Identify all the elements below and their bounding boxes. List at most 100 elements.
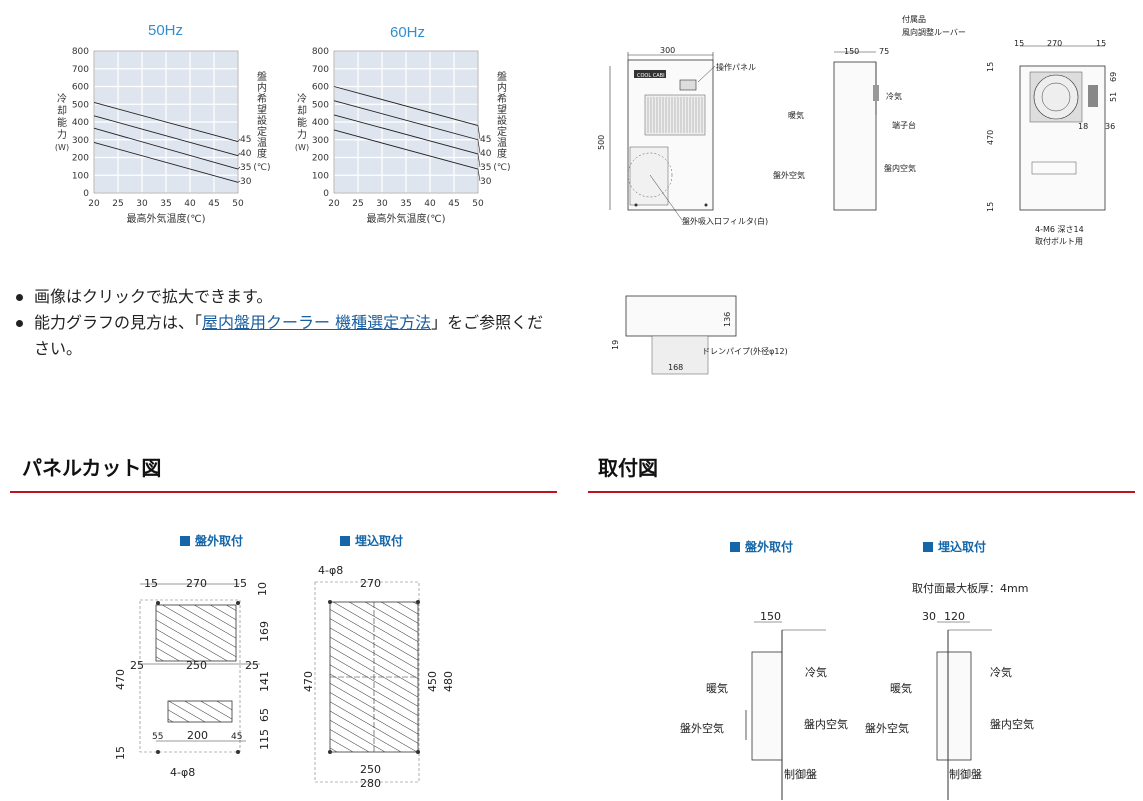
y-axis-label-char: 力 xyxy=(297,128,307,141)
mt-o-panel: 制御盤 xyxy=(784,767,817,781)
right-label-char: 温 xyxy=(257,137,267,149)
series-line-45 xyxy=(333,86,479,126)
accessory-label: 付属品 xyxy=(902,14,926,24)
y-tick-label: 600 xyxy=(72,83,89,93)
side-outside-air-label: 盤外空気 xyxy=(773,170,805,180)
brand-logo: COOL CABI xyxy=(637,73,665,79)
mt-e-cold: 冷気 xyxy=(990,665,1012,679)
y-tick-label: 500 xyxy=(72,100,89,110)
mounting-embed: 30 120 冷気 暖気 盤内空気 盤外空気 制御盤 xyxy=(865,610,1034,800)
y-axis-label-char: 却 xyxy=(297,105,307,117)
top-136-dim: 136 xyxy=(723,312,732,327)
pc-o-250: 250 xyxy=(186,659,207,672)
panel-cut-drawing[interactable]: 15 270 15 10 169 25 250 25 470 141 65 55… xyxy=(100,560,470,801)
top-168-dim: 168 xyxy=(668,363,683,372)
x-axis-label: 最高外気温度(℃) xyxy=(126,212,205,225)
mounting-drawing[interactable]: 150 冷気 暖気 盤内空気 盤外空気 制御盤 30 120 冷気 暖気 盤内空… xyxy=(660,600,1080,801)
mt-o-outside: 盤外空気 xyxy=(680,721,724,735)
mounting-outside: 150 冷気 暖気 盤内空気 盤外空気 制御盤 xyxy=(680,610,848,800)
series-end-label: 35 xyxy=(240,163,251,173)
series-leader-40 xyxy=(237,152,241,156)
series-line-35 xyxy=(333,114,479,155)
series-end-label: 30 xyxy=(480,177,492,187)
x-tick-label: 25 xyxy=(112,199,123,209)
x-tick-label: 35 xyxy=(160,199,171,209)
x-axis-label: 最高外気温度(℃) xyxy=(366,212,445,225)
y-tick-label: 200 xyxy=(312,154,329,164)
pc-o-141: 141 xyxy=(258,671,271,692)
back-view: 15 270 15 15 470 15 69 51 18 36 4-M6 深さ1… xyxy=(986,39,1118,246)
pc-o-15c: 15 xyxy=(114,746,127,760)
right-label-char: 度 xyxy=(497,147,507,160)
right-label-unit: (℃) xyxy=(253,163,270,173)
back-15-left-dim: 15 xyxy=(1014,39,1024,48)
y-axis-label-char: 冷 xyxy=(297,92,307,105)
panel-cut-embed-title: 埋込取付 xyxy=(340,532,403,549)
x-tick-label: 45 xyxy=(208,199,219,209)
x-tick-label: 35 xyxy=(400,199,411,209)
x-tick-label: 40 xyxy=(424,199,436,209)
back-51-dim: 51 xyxy=(1109,92,1118,102)
y-tick-label: 800 xyxy=(312,47,329,57)
y-axis-unit: (W) xyxy=(295,143,309,152)
max-plate-thickness: 取付面最大板厚：4mm xyxy=(912,582,1029,595)
pc-e-450: 450 xyxy=(426,671,439,692)
y-tick-label: 0 xyxy=(83,189,89,199)
series-line-40 xyxy=(333,100,479,141)
pc-e-250: 250 xyxy=(360,763,381,776)
notes-list: 画像はクリックで拡大できます。 能力グラフの見方は、「屋内盤用クーラー 機種選定… xyxy=(14,284,559,362)
pc-o-115: 115 xyxy=(258,729,271,750)
y-axis-label-char: 力 xyxy=(57,128,67,141)
mt-e-panel: 制御盤 xyxy=(949,767,982,781)
note-enlarge: 画像はクリックで拡大できます。 xyxy=(14,284,559,310)
pc-e-480: 480 xyxy=(442,671,455,692)
back-15-top-dim: 15 xyxy=(986,62,995,72)
panel-cut-heading: パネルカット図 xyxy=(22,456,162,480)
pc-o-470: 470 xyxy=(114,669,127,690)
x-tick-label: 50 xyxy=(472,199,484,209)
mounting-embed-title: 埋込取付 xyxy=(923,538,986,555)
pc-e-280: 280 xyxy=(360,777,381,790)
mounting-outside-title: 盤外取付 xyxy=(730,538,793,555)
series-end-label: 30 xyxy=(240,177,252,187)
pc-o-25b: 25 xyxy=(245,659,259,672)
pc-o-25a: 25 xyxy=(130,659,144,672)
y-tick-label: 100 xyxy=(312,171,329,181)
louver-label: 風向調整ルーバー xyxy=(902,27,966,37)
pc-e-470: 470 xyxy=(302,671,315,692)
back-69-dim: 69 xyxy=(1109,72,1118,82)
y-axis-unit: (W) xyxy=(55,143,69,152)
operation-panel-label: 操作パネル xyxy=(716,62,756,72)
right-label-char: 望 xyxy=(497,103,507,116)
panel-cut-embed: 4-φ8 270 470 450 480 250 280 xyxy=(302,564,455,790)
y-tick-label: 0 xyxy=(323,189,329,199)
series-line-30 xyxy=(333,129,479,170)
pc-o-270: 270 xyxy=(186,577,207,590)
plot-border xyxy=(93,50,239,194)
pc-o-65: 65 xyxy=(258,708,271,722)
x-tick-label: 25 xyxy=(352,199,363,209)
y-tick-label: 200 xyxy=(72,154,89,164)
mt-e-120: 120 xyxy=(944,610,965,623)
y-axis-label-char: 冷 xyxy=(57,92,67,105)
right-label-char: 設 xyxy=(497,114,507,127)
pc-o-15a: 15 xyxy=(144,577,158,590)
right-label-char: 定 xyxy=(257,125,267,138)
panel-cut-divider xyxy=(10,491,557,493)
series-line-45 xyxy=(93,102,239,142)
selection-method-link[interactable]: 屋内盤用クーラー 機種選定方法 xyxy=(202,313,432,332)
x-tick-label: 20 xyxy=(328,199,340,209)
y-tick-label: 500 xyxy=(312,100,329,110)
series-line-40 xyxy=(93,115,239,157)
back-36-dim: 36 xyxy=(1105,122,1115,131)
drain-pipe-label: ドレンパイプ(外径φ12) xyxy=(702,346,788,356)
mt-e-outside: 盤外空気 xyxy=(865,721,909,735)
x-tick-label: 20 xyxy=(88,199,100,209)
outline-drawing[interactable]: 300 500 COOL CABI 操作パネル 盤外吸入口フィルタ(白) 150… xyxy=(590,0,1143,400)
series-leader-40 xyxy=(477,139,481,154)
panel-cut-outside: 15 270 15 10 169 25 250 25 470 141 65 55… xyxy=(114,577,271,779)
back-470-dim: 470 xyxy=(986,130,995,145)
right-label-char: 内 xyxy=(497,81,507,94)
